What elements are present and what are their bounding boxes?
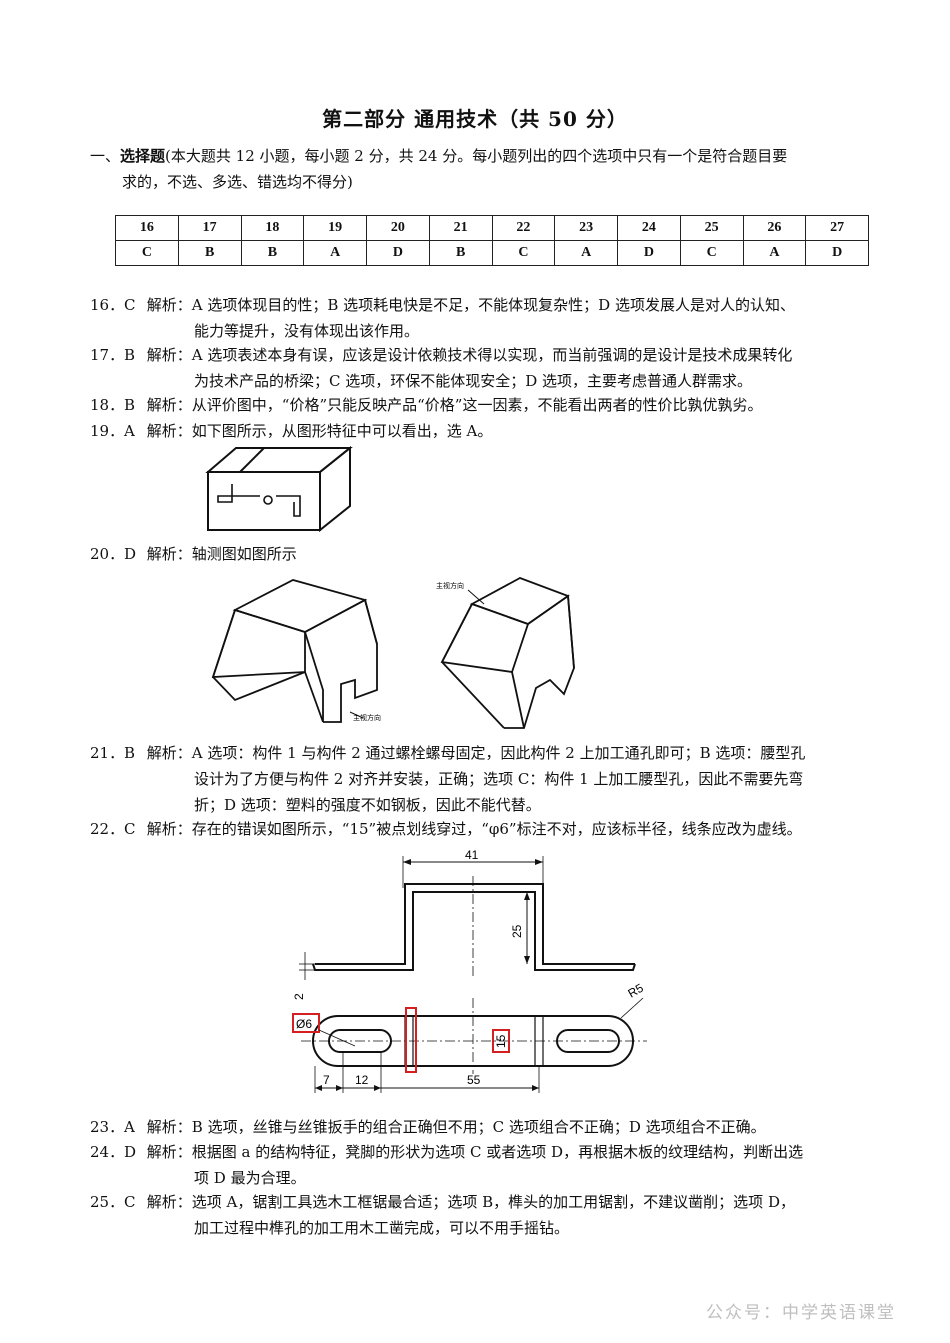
answer-number-cell: 19 (303, 215, 367, 241)
section-title: 选择题 (120, 147, 166, 165)
question-answer: B (124, 744, 136, 762)
answer-letter-cell: D (617, 240, 681, 266)
answer-number-cell: 20 (366, 215, 430, 241)
answer-number-cell: 16 (115, 215, 179, 241)
answer-number-cell: 27 (805, 215, 869, 241)
section-desc-line1: (本大题共 12 小题，每小题 2 分，共 24 分。每小题列出的四个选项中只有… (165, 147, 788, 165)
dim-7: 7 (323, 1073, 330, 1087)
question-explanation-line: 解析：B 选项，丝锥与丝锥扳手的组合正确但不用；C 选项组合不正确；D 选项组合… (146, 1118, 766, 1136)
answer-number-cell: 24 (617, 215, 681, 241)
answer-letter-cell: C (115, 240, 179, 266)
question-number: 20． (90, 545, 125, 563)
figure-20-left-label: 主视方向 (353, 713, 381, 722)
question-explanation-line: 解析：轴测图如图所示 (146, 545, 297, 563)
answer-number-cell: 26 (742, 215, 807, 241)
figure-22-block: 41 25 2 15 Ø6 (285, 848, 655, 1103)
answer-number-cell: 18 (240, 215, 305, 241)
question-number: 19． (90, 422, 125, 440)
figure-20-right: 主视方向 (432, 572, 592, 737)
question-answer: C (124, 296, 136, 314)
dim-r5: R5 (626, 981, 647, 1001)
dim-2: 2 (292, 993, 306, 1000)
dim-25: 25 (510, 924, 524, 938)
dim-12: 12 (355, 1073, 369, 1087)
answer-letter-cell: B (240, 240, 305, 266)
answer-table-numbers-row: 16 17 18 19 20 21 22 23 24 25 26 27 (115, 215, 869, 241)
section-number: 一、 (90, 147, 121, 165)
answer-letter-cell: D (805, 240, 869, 266)
question-explanation-line: 解析：根据图 a 的结构特征，凳脚的形状为选项 C 或者选项 D，再根据木板的纹… (146, 1143, 804, 1161)
question-number: 17． (90, 346, 125, 364)
question-number: 22． (90, 820, 125, 838)
question-explanation-line: 解析：A 选项：构件 1 与构件 2 通过螺栓螺母固定，因此构件 2 上加工通孔… (146, 744, 806, 762)
dim-55: 55 (467, 1073, 481, 1087)
answer-table: 16 17 18 19 20 21 22 23 24 25 26 27 C B … (115, 215, 869, 266)
question-23: 23．A 解析：B 选项，丝锥与丝锥扳手的组合正确但不用；C 选项组合不正确；D… (90, 1114, 880, 1140)
figure-20-right-label: 主视方向 (436, 581, 464, 590)
question-answer: C (124, 820, 136, 838)
question-explanation-line: 解析：如下图所示，从图形特征中可以看出，选 A。 (146, 422, 493, 440)
question-answer: C (124, 1193, 136, 1211)
page-title: 第二部分 通用技术（共 50 分） (322, 107, 628, 131)
question-explanation-line: 设计为了方便与构件 2 对齐并安装，正确；选项 C：构件 1 上加工腰型孔，因此… (194, 770, 804, 788)
question-number: 18． (90, 396, 125, 414)
answer-number-cell: 21 (428, 215, 493, 241)
answer-number-cell: 22 (491, 215, 556, 241)
figure-19-drawing (205, 445, 353, 533)
question-explanation-line: 解析：A 选项表述本身有误，应该是设计依赖技术得以实现，而当前强调的是设计是技术… (146, 346, 793, 364)
question-17: 17．B 解析：A 选项表述本身有误，应该是设计依赖技术得以实现，而当前强调的是… (90, 342, 880, 394)
dim-15: 15 (494, 1034, 508, 1048)
question-19: 19．A 解析：如下图所示，从图形特征中可以看出，选 A。 (90, 418, 880, 444)
answer-number-cell: 25 (679, 215, 744, 241)
figure-20-left-drawing: 主视方向 (211, 579, 381, 723)
question-number: 24． (90, 1143, 125, 1161)
question-number: 23． (90, 1118, 125, 1136)
figure-19-block (200, 444, 370, 536)
question-24: 24．D 解析：根据图 a 的结构特征，凳脚的形状为选项 C 或者选项 D，再根… (90, 1139, 880, 1191)
question-25: 25．C 解析：选项 A，锯割工具选木工框锯最合适；选项 B，榫头的加工用锯割，… (90, 1189, 880, 1241)
answer-letter-cell: A (554, 240, 618, 266)
question-18: 18．B 解析：从评价图中，“价格”只能反映产品“价格”这一因素，不能看出两者的… (90, 392, 880, 418)
section-desc-line2: 求的，不选、多选、错选均不得分) (122, 173, 353, 191)
question-answer: B (124, 346, 136, 364)
answer-letter-cell: A (303, 240, 367, 266)
dim-phi6: Ø6 (296, 1017, 312, 1031)
question-number: 16． (90, 296, 125, 314)
answer-letter-cell: A (742, 240, 807, 266)
question-explanation-line: 解析：选项 A，锯割工具选木工框锯最合适；选项 B，榫头的加工用锯割，不建议凿削… (146, 1193, 795, 1211)
question-answer: D (124, 1143, 137, 1161)
question-number: 21． (90, 744, 125, 762)
question-22: 22．C 解析：存在的错误如图所示，“15”被点划线穿过，“φ6”标注不对，应该… (90, 816, 880, 842)
answer-number-cell: 23 (554, 215, 618, 241)
answer-table-answers-row: C B B A D B C A D C A D (115, 240, 869, 266)
answer-letter-cell: B (177, 240, 242, 266)
figure-22-drawing: 41 25 2 15 Ø6 (292, 848, 647, 1093)
question-answer: D (124, 545, 137, 563)
question-explanation-line: 加工过程中榫孔的加工用木工凿完成，可以不用手摇钻。 (194, 1219, 570, 1237)
question-explanation-line: 项 D 最为合理。 (194, 1169, 306, 1187)
figure-20-left: 主视方向 (205, 572, 410, 730)
question-20: 20．D 解析：轴测图如图所示 (90, 541, 880, 567)
figure-20-right-drawing: 主视方向 (436, 577, 575, 729)
answer-number-cell: 17 (177, 215, 242, 241)
question-explanation-line: 解析：从评价图中，“价格”只能反映产品“价格”这一因素，不能看出两者的性价比孰优… (146, 396, 763, 414)
answer-letter-cell: C (679, 240, 744, 266)
question-explanation-line: 能力等提升，没有体现出该作用。 (194, 322, 420, 340)
answer-letter-cell: C (491, 240, 556, 266)
question-explanation-line: 为技术产品的桥梁；C 选项，环保不能体现安全；D 选项，主要考虑普通人群需求。 (194, 372, 753, 390)
dim-41: 41 (465, 848, 479, 862)
question-explanation-line: 折；D 选项：塑料的强度不如钢板，因此不能代替。 (194, 796, 541, 814)
question-21: 21．B 解析：A 选项：构件 1 与构件 2 通过螺栓螺母固定，因此构件 2 … (90, 740, 880, 818)
question-answer: A (124, 1118, 135, 1136)
question-explanation-line: 解析：A 选项体现目的性；B 选项耗电快是不足，不能体现复杂性；D 选项发展人是… (146, 296, 795, 314)
question-number: 25． (90, 1193, 125, 1211)
answer-letter-cell: D (366, 240, 430, 266)
question-16: 16．C 解析：A 选项体现目的性；B 选项耗电快是不足，不能体现复杂性；D 选… (90, 292, 880, 344)
answer-letter-cell: B (428, 240, 493, 266)
watermark: 公众号：中学英语课堂 (706, 1303, 896, 1323)
question-explanation-line: 解析：存在的错误如图所示，“15”被点划线穿过，“φ6”标注不对，应该标半径，线… (146, 820, 802, 838)
question-answer: B (124, 396, 136, 414)
question-answer: A (124, 422, 135, 440)
section-heading: 一、选择题(本大题共 12 小题，每小题 2 分，共 24 分。每小题列出的四个… (90, 143, 870, 195)
